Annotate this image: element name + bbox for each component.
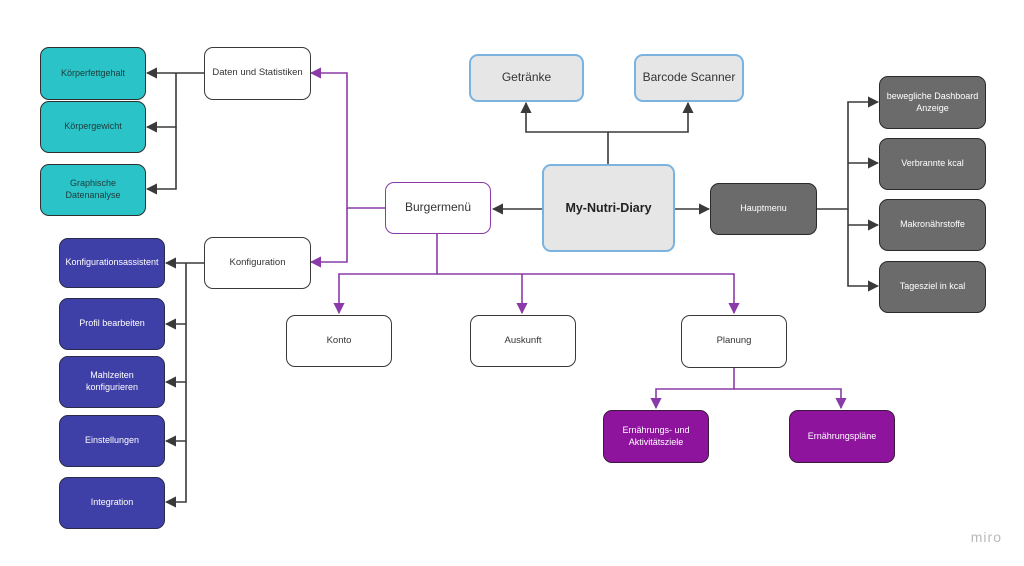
node-planung[interactable]: Planung — [681, 315, 787, 368]
node-planung-item[interactable]: Ernährungspläne — [789, 410, 895, 463]
connector-hauptmenu-item-1 — [817, 96, 880, 210]
node-konfiguration-item[interactable]: Profil bearbeiten — [59, 298, 165, 350]
connector-konfig-item-4 — [164, 382, 187, 447]
node-hauptmenu-item[interactable]: Verbrannte kcal — [879, 138, 986, 190]
node-central[interactable]: My-Nutri-Diary — [542, 164, 675, 252]
connector-konfig-item-2 — [164, 263, 187, 330]
connector-burgermenu-konto — [333, 234, 438, 315]
connector-konfig-item-5 — [164, 441, 187, 508]
node-konfiguration[interactable]: Konfiguration — [204, 237, 311, 289]
node-barcode-scanner[interactable]: Barcode Scanner — [634, 54, 744, 102]
node-hauptmenu-item[interactable]: Makronährstoffe — [879, 199, 986, 251]
connector-daten-item-2 — [145, 73, 177, 133]
node-konto[interactable]: Konto — [286, 315, 392, 367]
connector-hauptmenu-item-4 — [847, 209, 880, 292]
node-hauptmenu[interactable]: Hauptmenu — [710, 183, 817, 235]
node-konfiguration-item[interactable]: Konfigurationsassistent — [59, 238, 165, 288]
node-burgermenu[interactable]: Burgermenü — [385, 182, 491, 234]
node-auskunft[interactable]: Auskunft — [470, 315, 576, 367]
connector-central-barcode — [608, 101, 694, 133]
connector-central-getraenke — [520, 101, 609, 164]
connector-burgermenu-planung — [522, 273, 740, 315]
connector-planung-ziele — [650, 368, 735, 410]
connector-konfig-item-3 — [164, 324, 187, 388]
node-konfiguration-item[interactable]: Mahlzeiten konfigurieren — [59, 356, 165, 408]
node-daten-item[interactable]: Körpergewicht — [40, 101, 146, 153]
node-konfiguration-item[interactable]: Einstellungen — [59, 415, 165, 467]
node-konfiguration-item[interactable]: Integration — [59, 477, 165, 529]
connector-planung-plaene — [734, 388, 847, 410]
node-daten-item[interactable]: Graphische Datenanalyse — [40, 164, 146, 216]
connector-burgermenu-auskunft — [437, 273, 528, 315]
node-daten-statistiken[interactable]: Daten und Statistiken — [204, 47, 311, 100]
node-hauptmenu-item[interactable]: bewegliche Dashboard Anzeige — [879, 76, 986, 129]
node-daten-item[interactable]: Körperfettgehalt — [40, 47, 146, 100]
connector-burgermenu-konfiguration — [309, 208, 348, 268]
miro-watermark: miro — [970, 529, 1002, 545]
node-getraenke[interactable]: Getränke — [469, 54, 584, 102]
connector-daten-item-3 — [145, 127, 177, 195]
node-planung-item[interactable]: Ernährungs- und Aktivitätsziele — [603, 410, 709, 463]
node-hauptmenu-item[interactable]: Tagesziel in kcal — [879, 261, 986, 313]
connector-burgermenu-daten — [309, 67, 385, 209]
